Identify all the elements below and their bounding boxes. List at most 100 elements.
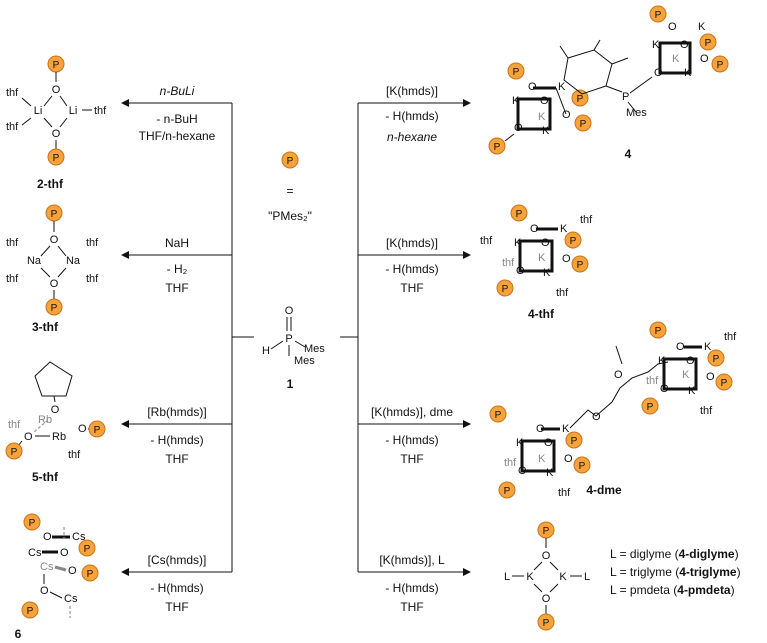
svg-text:P: P — [647, 402, 654, 413]
p-badge-icon — [81, 564, 99, 582]
svg-text:P: P — [87, 569, 94, 580]
svg-text:P: P — [721, 378, 728, 389]
svg-text:O: O — [544, 437, 553, 449]
svg-text:P: P — [577, 260, 584, 271]
p-badge-icon — [23, 513, 41, 531]
solvent-label: n-hexane — [387, 130, 437, 144]
p-badge-icon — [571, 255, 589, 273]
p-badge-icon — [565, 431, 583, 449]
compound-label: 1 — [287, 377, 294, 391]
svg-text:P: P — [513, 67, 520, 78]
p-badge-icon — [707, 349, 725, 367]
svg-text:O: O — [668, 21, 677, 33]
svg-text:thf: thf — [558, 487, 571, 499]
reagent-label: [K(hmds)], L — [379, 553, 445, 567]
svg-text:thf: thf — [700, 405, 713, 417]
svg-text:Cs: Cs — [64, 593, 78, 605]
solvent-label: THF — [400, 281, 423, 295]
p-badge-icon — [496, 279, 514, 297]
svg-text:P: P — [504, 486, 511, 497]
p-badge-icon — [21, 601, 39, 619]
legend-entry: L = triglyme (4-triglyme) — [610, 565, 741, 579]
p-badge-icon — [564, 231, 582, 249]
svg-text:P: P — [84, 544, 91, 555]
svg-text:P: P — [51, 209, 58, 220]
reagent-label: [K(hmds)], dme — [371, 405, 453, 419]
svg-text:thf: thf — [6, 121, 19, 133]
svg-text:P: P — [655, 10, 662, 21]
svg-text:K: K — [562, 423, 570, 435]
p-badge-icon — [574, 114, 592, 132]
p-meaning: "PMes₂" — [268, 209, 312, 223]
reagent-label: [K(hmds)] — [386, 236, 438, 250]
svg-text:O: O — [51, 404, 60, 416]
svg-text:K: K — [516, 437, 524, 449]
right-conditions: [K(hmds)] - H(hmds) n-hexane [K(hmds)] -… — [371, 84, 453, 614]
svg-text:Mes: Mes — [626, 107, 647, 119]
reagent-label: n-BuLi — [160, 84, 195, 98]
svg-text:O: O — [680, 39, 689, 51]
svg-text:thf: thf — [6, 273, 19, 285]
compound-label: 5-thf — [32, 470, 59, 484]
svg-text:Li: Li — [34, 105, 43, 117]
svg-text:P: P — [27, 606, 34, 617]
svg-text:K: K — [652, 39, 660, 51]
p-badge-icon — [47, 148, 65, 166]
mesityl-ring — [563, 49, 613, 95]
svg-text:P: P — [571, 436, 578, 447]
svg-text:P: P — [285, 333, 292, 345]
byproduct-label: - n-BuH — [156, 112, 197, 126]
svg-text:O: O — [50, 234, 59, 246]
svg-text:P: P — [543, 618, 550, 629]
svg-text:Rb: Rb — [52, 431, 66, 443]
svg-text:Mes: Mes — [304, 343, 325, 355]
solvent-label: THF — [165, 281, 188, 295]
svg-text:K: K — [512, 95, 520, 107]
svg-text:P: P — [29, 518, 36, 529]
p-badge-icon — [649, 321, 667, 339]
svg-text:O: O — [542, 593, 551, 605]
svg-text:K: K — [543, 267, 551, 279]
svg-text:thf: thf — [724, 331, 737, 343]
svg-text:thf: thf — [6, 237, 19, 249]
svg-text:Cs: Cs — [72, 531, 86, 543]
svg-text:O: O — [43, 531, 52, 543]
p-badge-icon — [573, 456, 591, 474]
svg-text:thf: thf — [646, 375, 659, 387]
compound-label: 6 — [15, 627, 22, 641]
svg-text:P: P — [495, 410, 502, 421]
structure-2-thf: P O Li Li O P thf thf thf 2-thf — [6, 55, 107, 191]
svg-text:thf: thf — [86, 237, 99, 249]
p-badge-icon — [649, 5, 667, 23]
compound-label: 4-dme — [586, 483, 622, 497]
solvent-label: THF/n-hexane — [139, 129, 216, 143]
scheme-lines — [121, 99, 471, 576]
p-badge-icon — [45, 298, 63, 316]
svg-text:thf: thf — [68, 449, 81, 461]
svg-text:O: O — [564, 453, 573, 465]
svg-text:K: K — [560, 223, 568, 235]
p-badge-icon — [488, 137, 506, 155]
svg-text:thf: thf — [580, 214, 593, 226]
svg-text:K: K — [658, 355, 666, 367]
svg-text:thf: thf — [6, 87, 19, 99]
p-badge-icon — [711, 55, 729, 73]
svg-text:Cs: Cs — [28, 547, 42, 559]
svg-text:K: K — [546, 467, 554, 479]
svg-text:K: K — [526, 571, 534, 583]
svg-text:K: K — [682, 369, 690, 381]
structure-4-thf: P O K thf thf K O K thf O K O P P P thf … — [480, 204, 593, 321]
svg-text:O: O — [60, 547, 69, 559]
svg-text:O: O — [542, 550, 551, 562]
svg-text:thf: thf — [504, 457, 517, 469]
svg-text:O: O — [686, 355, 695, 367]
svg-text:K: K — [514, 237, 522, 249]
svg-text:P: P — [287, 156, 294, 167]
p-badge-icon — [699, 33, 717, 51]
svg-text:K: K — [672, 53, 680, 65]
svg-text:P: P — [51, 303, 58, 314]
svg-text:Cs: Cs — [40, 561, 54, 573]
svg-text:O: O — [530, 223, 539, 235]
svg-text:K: K — [558, 81, 566, 93]
